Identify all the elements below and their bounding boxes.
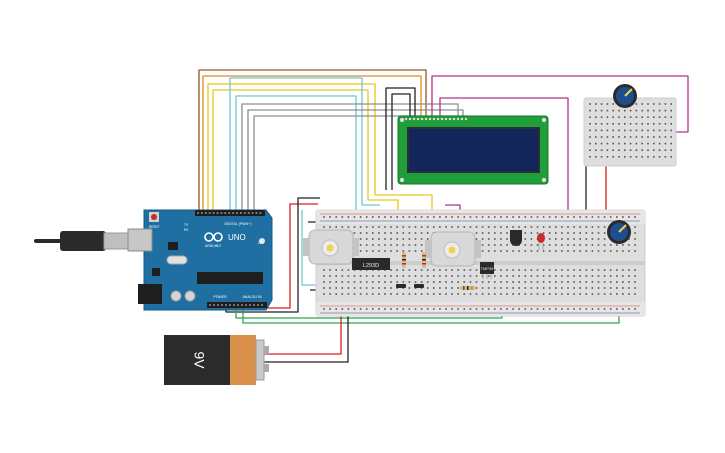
usb-cable-icon — [34, 231, 129, 251]
potentiometer-top[interactable] — [613, 84, 637, 108]
dc-motor-1 — [303, 229, 359, 265]
arduino-digital-header — [197, 212, 262, 214]
temperature-sensor: TMP36 — [480, 262, 494, 279]
arduino-logo: ARDUINO — [204, 232, 223, 248]
arduino-analog-label: ANALOG IN — [242, 295, 262, 299]
arduino-tx-label: TX — [184, 223, 189, 227]
resistor-2 — [422, 252, 426, 268]
arduino-rx-label: RX — [184, 228, 189, 232]
dc-motor-2 — [425, 231, 481, 267]
sensor-chip-label: TMP36 — [481, 266, 495, 271]
wire-gray-a — [241, 103, 459, 210]
wire-magenta-lcd — [431, 75, 689, 133]
arduino-maker-label: ARDUINO — [205, 244, 221, 248]
wire-cyan-a — [229, 77, 380, 210]
battery-9v: 9V — [164, 335, 269, 385]
wire-black-lcd-a — [391, 93, 411, 190]
wire-black-battery — [263, 300, 349, 363]
wire-cyan-b — [235, 95, 357, 210]
arduino-digital-label: DIGITAL (PWM~) — [224, 222, 251, 226]
arduino-reset-label: RESET — [149, 225, 160, 229]
led — [537, 233, 545, 250]
potentiometer-main[interactable] — [607, 220, 631, 244]
arduino-power-header — [209, 304, 263, 306]
small-breadboard-holes — [589, 103, 672, 158]
arduino-uno: ARDUINO UNO DIGITAL (PWM~) POWER ANALOG … — [34, 209, 273, 311]
wire-red-battery — [263, 300, 342, 355]
transistor — [510, 230, 522, 246]
resistor-1 — [402, 252, 406, 268]
small-breadboard — [583, 97, 677, 167]
driver-chip: L293D — [352, 258, 390, 270]
driver-chip-label: L293D — [363, 263, 379, 269]
wire-black-lcd-b — [385, 87, 416, 190]
wire-orange-lcd — [202, 75, 422, 210]
wire-yellow-lcd-a — [207, 83, 433, 260]
resistor-4 — [396, 284, 424, 288]
lcd-module — [397, 115, 549, 185]
arduino-brand-label: UNO — [228, 233, 246, 242]
arduino-power-label: POWER — [213, 295, 227, 299]
lcd-pin-header — [404, 117, 468, 121]
resistor-3 — [460, 286, 476, 290]
resistors — [396, 252, 476, 290]
wire-brown-lcd — [198, 69, 427, 210]
wire-gray-b — [247, 109, 464, 210]
battery-label: 9V — [191, 351, 207, 369]
